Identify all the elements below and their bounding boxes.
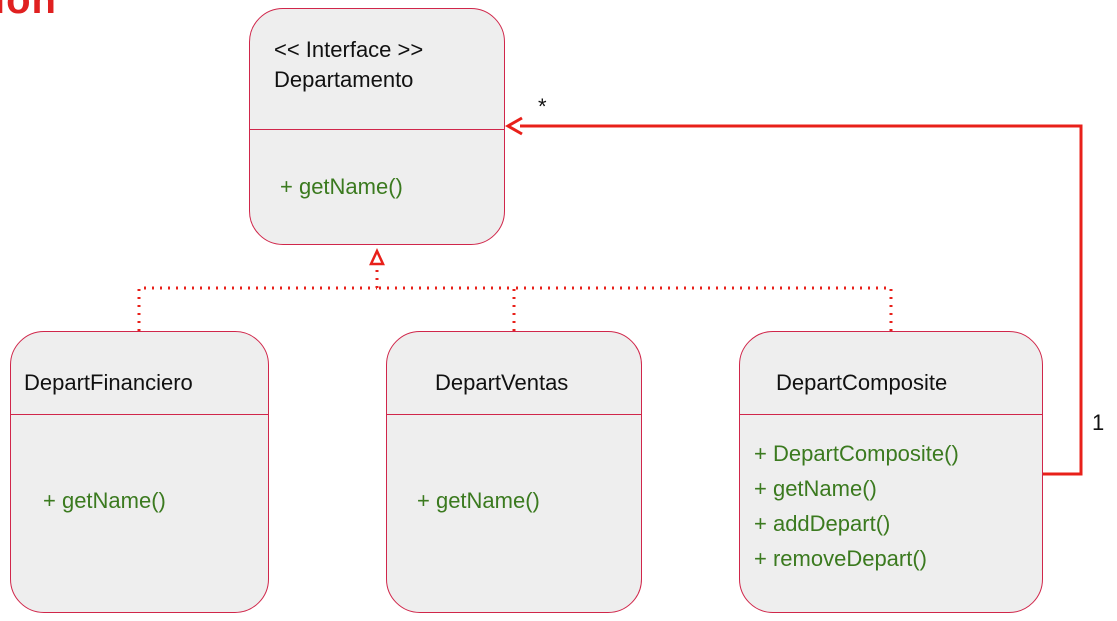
association-arrowhead-icon <box>504 116 523 136</box>
class-name: DepartComposite <box>776 370 948 395</box>
method-add-depart: + addDepart() <box>754 511 891 536</box>
method-get-name: + getName() <box>754 476 877 501</box>
method-get-name: + getName() <box>43 488 166 513</box>
class-depart-composite-methods: + DepartComposite() + getName() + addDep… <box>740 436 1042 576</box>
class-name: Departamento <box>274 67 414 92</box>
method-get-name: + getName() <box>417 488 540 513</box>
class-depart-ventas-header: DepartVentas <box>387 368 641 398</box>
multiplicity-target-label: * <box>538 94 547 119</box>
class-divider <box>740 414 1042 415</box>
class-depart-financiero: DepartFinanciero + getName() <box>10 331 269 613</box>
realization-line-financiero <box>137 286 377 331</box>
association-connector <box>504 116 1083 476</box>
class-name: DepartFinanciero <box>24 370 193 395</box>
method-get-name: + getName() <box>280 174 403 199</box>
brand-logo-fragment: ion <box>0 0 57 22</box>
class-depart-composite-header: DepartComposite <box>740 368 1042 398</box>
class-depart-financiero-methods: + getName() <box>11 486 268 516</box>
class-depart-ventas: DepartVentas + getName() <box>386 331 642 613</box>
class-departamento-header: << Interface >> Departamento <box>250 9 504 95</box>
class-depart-financiero-header: DepartFinanciero <box>11 368 268 398</box>
association-line <box>520 124 1083 476</box>
realization-arrowhead-icon <box>369 248 385 266</box>
realization-connector <box>137 266 893 331</box>
stereotype-label: << Interface >> <box>274 37 424 62</box>
class-divider <box>11 414 268 415</box>
method-constructor: + DepartComposite() <box>754 441 959 466</box>
class-name: DepartVentas <box>435 370 569 395</box>
class-divider <box>387 414 641 415</box>
class-departamento: << Interface >> Departamento + getName() <box>249 8 505 245</box>
multiplicity-source-label: 1 <box>1092 410 1105 435</box>
class-departamento-methods: + getName() <box>250 172 504 202</box>
method-remove-depart: + removeDepart() <box>754 546 928 571</box>
class-depart-composite: DepartComposite + DepartComposite() + ge… <box>739 331 1043 613</box>
class-depart-ventas-methods: + getName() <box>387 486 641 516</box>
realization-line-ventas <box>377 286 516 331</box>
realization-line-composite <box>514 286 893 331</box>
class-divider <box>250 129 504 130</box>
